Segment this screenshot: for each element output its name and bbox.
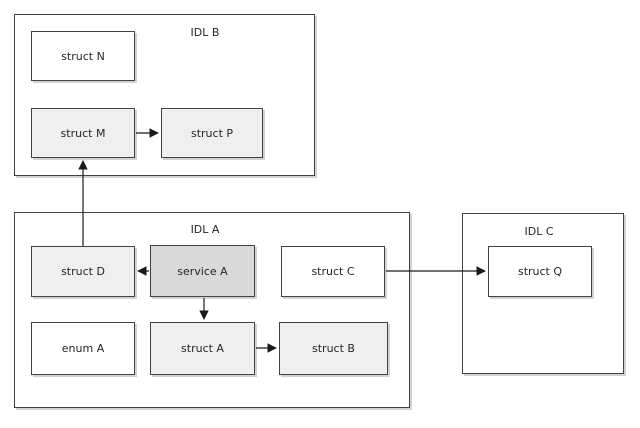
- node-struct-c: struct C: [281, 246, 385, 297]
- node-service-a: service A: [150, 245, 255, 297]
- node-struct-p: struct P: [161, 108, 263, 158]
- node-struct-q: struct Q: [488, 246, 592, 297]
- container-idl-b: [14, 14, 315, 176]
- node-label-struct-c: struct C: [311, 265, 355, 278]
- node-label-struct-b: struct B: [312, 342, 355, 355]
- node-label-service-a: service A: [177, 264, 228, 278]
- node-label-struct-q: struct Q: [517, 265, 563, 278]
- node-struct-m: struct M: [31, 108, 135, 158]
- container-label-idl-b: IDL B: [190, 26, 220, 39]
- container-label-idl-a: IDL A: [190, 223, 220, 236]
- node-label-struct-d: struct D: [61, 265, 105, 278]
- node-label-enum-a: enum A: [61, 342, 105, 355]
- node-enum-a: enum A: [31, 322, 135, 375]
- node-label-struct-a: struct A: [181, 342, 224, 355]
- node-struct-n: struct N: [31, 31, 135, 81]
- node-struct-a: struct A: [150, 322, 255, 375]
- node-struct-d: struct D: [31, 246, 135, 297]
- node-label-struct-p: struct P: [190, 126, 234, 140]
- container-idl-a: [14, 212, 410, 408]
- container-idl-c: [462, 213, 624, 374]
- node-struct-b: struct B: [279, 322, 388, 375]
- node-label-struct-n: struct N: [61, 49, 105, 63]
- container-label-idl-c: IDL C: [524, 225, 554, 238]
- node-label-struct-m: struct M: [60, 126, 106, 140]
